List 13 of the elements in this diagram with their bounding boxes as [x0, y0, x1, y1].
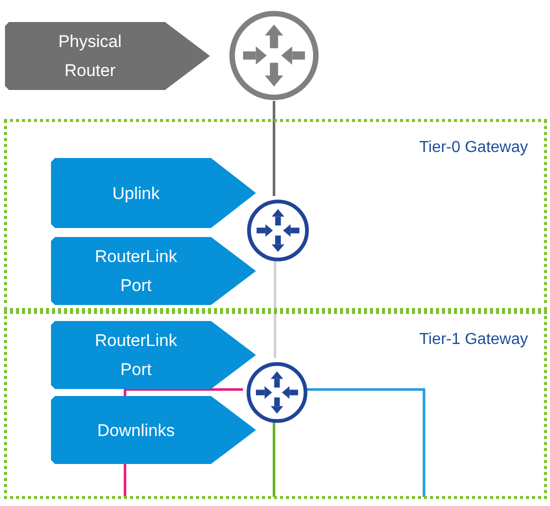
connector-line [272, 101, 276, 196]
tag-label: RouterLink Port [94, 246, 178, 297]
tag-label: Downlinks [97, 420, 175, 442]
connector-line [274, 259, 276, 358]
tag-label: RouterLink Port [94, 330, 178, 381]
connector-line [272, 421, 276, 497]
gateway-title: Tier-1 Gateway [419, 330, 528, 350]
gateway-region [4, 311, 547, 499]
tag-label: Uplink [112, 182, 160, 204]
tag-label: Physical Router [57, 31, 123, 82]
gateway-region [4, 119, 547, 311]
gateway-title: Tier-0 Gateway [419, 138, 528, 158]
connector-line [305, 388, 426, 497]
